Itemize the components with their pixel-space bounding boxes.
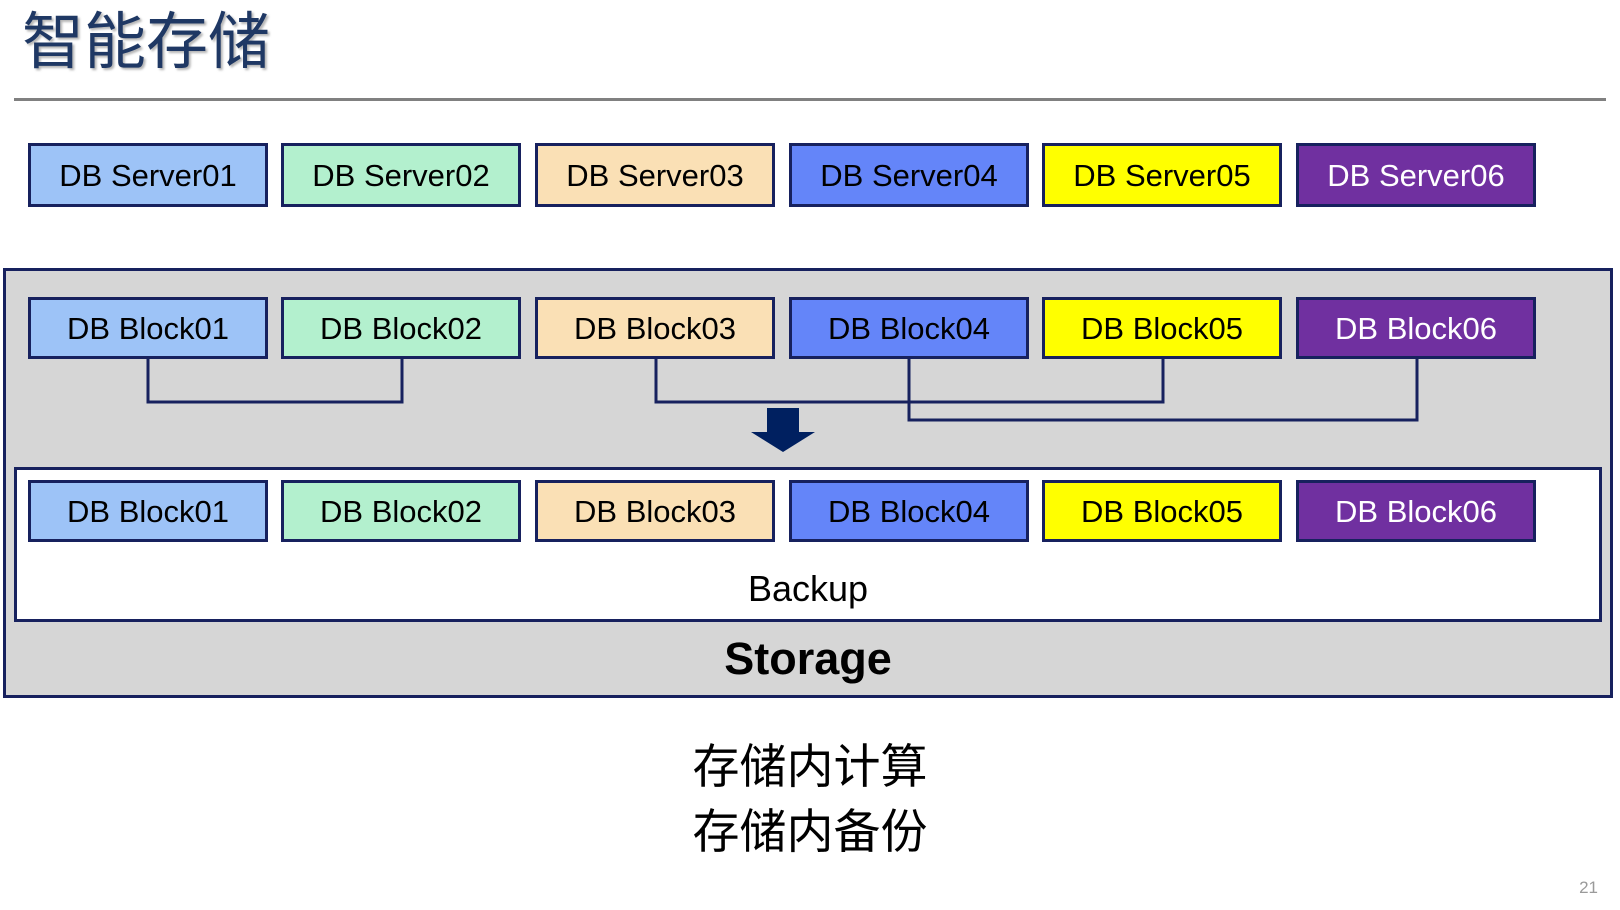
notes-block: 存储内计算 存储内备份 [0,735,1620,865]
db-block-box-6[interactable]: DB Block06 [1296,297,1536,359]
db-block-backup-box-3[interactable]: DB Block03 [535,480,775,542]
notes-line-2: 存储内备份 [692,804,928,858]
db-block-box-1[interactable]: DB Block01 [28,297,268,359]
page-number: 21 [1579,878,1598,897]
db-server-box-3[interactable]: DB Server03 [535,143,775,207]
db-server-box-2[interactable]: DB Server02 [281,143,521,207]
db-block-box-2[interactable]: DB Block02 [281,297,521,359]
db-server-box-1[interactable]: DB Server01 [28,143,268,207]
db-block-backup-box-4[interactable]: DB Block04 [789,480,1029,542]
db-block-backup-box-6[interactable]: DB Block06 [1296,480,1536,542]
title-divider [14,98,1606,101]
db-block-backup-box-2[interactable]: DB Block02 [281,480,521,542]
db-block-backup-box-1[interactable]: DB Block01 [28,480,268,542]
db-server-box-4[interactable]: DB Server04 [789,143,1029,207]
db-server-box-5[interactable]: DB Server05 [1042,143,1282,207]
db-block-box-4[interactable]: DB Block04 [789,297,1029,359]
page-title: 智能存储 [22,8,271,77]
db-block-box-3[interactable]: DB Block03 [535,297,775,359]
db-block-backup-box-5[interactable]: DB Block05 [1042,480,1282,542]
db-block-box-5[interactable]: DB Block05 [1042,297,1282,359]
backup-label: Backup [747,568,869,609]
storage-label: Storage [724,633,892,684]
notes-line-1: 存储内计算 [692,740,928,793]
db-server-box-6[interactable]: DB Server06 [1296,143,1536,207]
